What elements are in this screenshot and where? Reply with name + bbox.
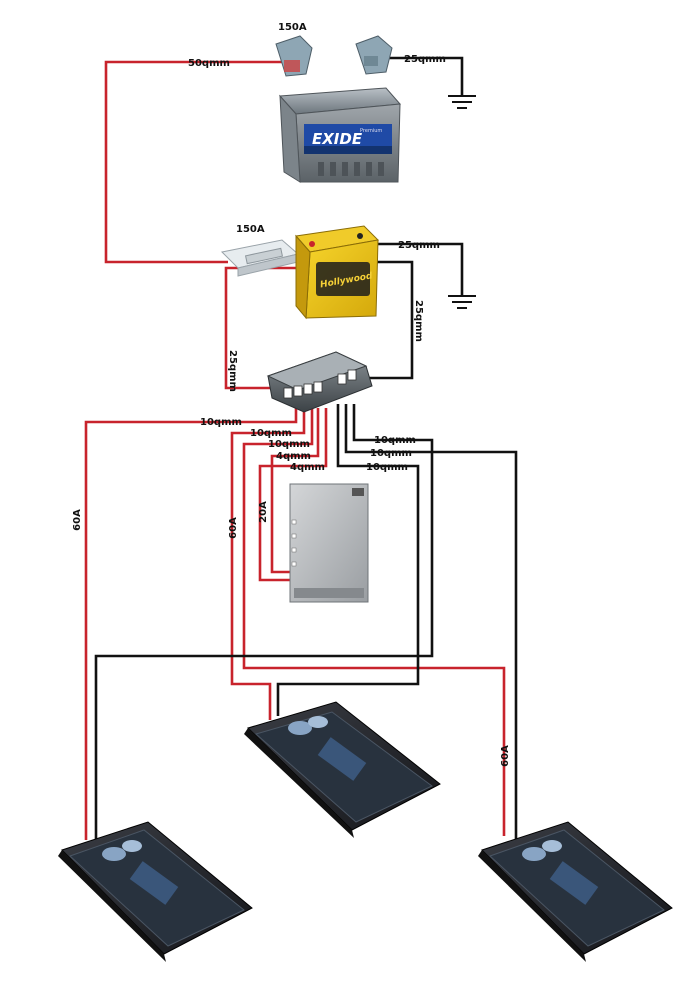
label-out-5: 4qmm bbox=[290, 462, 325, 473]
label-cable-right-vertical: 25qmm bbox=[413, 300, 424, 342]
out-wire-left-amp-positive bbox=[84, 408, 298, 840]
label-cable-ground-mid: 25qmm bbox=[398, 240, 440, 251]
label-out-7: 10qmm bbox=[370, 448, 412, 459]
label-out-6: 10qmm bbox=[374, 435, 416, 446]
label-cable-main: 50qmm bbox=[188, 58, 230, 69]
inline-fuse-holder bbox=[220, 239, 300, 277]
out-wire-right-amp-positive bbox=[242, 408, 506, 836]
out-wire-left-amp-ground bbox=[94, 404, 434, 840]
battery-clamp-negative bbox=[355, 35, 393, 75]
label-fuse-dsp: 20A bbox=[258, 501, 269, 523]
labels: 150A 50qmm 25qmm 150A 25qmm 25qmm 25qmm … bbox=[72, 22, 511, 767]
ground-wire-mid bbox=[372, 242, 464, 296]
distribution-block bbox=[266, 351, 373, 413]
aux-ground-wire bbox=[362, 260, 414, 380]
label-out-2: 10qmm bbox=[250, 428, 292, 439]
main-battery: EXIDE Premium bbox=[278, 87, 402, 183]
dsp-processor bbox=[289, 483, 369, 603]
ground-wire-top bbox=[388, 56, 464, 96]
label-out-1: 10qmm bbox=[200, 417, 242, 428]
label-out-8: 10qmm bbox=[366, 462, 408, 473]
main-positive-wire bbox=[104, 60, 282, 264]
label-fuse-amp-left: 60A bbox=[72, 509, 83, 531]
out-wire-dsp-positive-2 bbox=[258, 408, 328, 582]
label-out-4: 4qmm bbox=[276, 451, 311, 462]
label-fuse-amp-center: 60A bbox=[228, 517, 239, 539]
amplifier-left bbox=[58, 821, 253, 962]
label-fuse-amp-right: 60A bbox=[500, 745, 511, 767]
out-wire-dsp-positive bbox=[270, 408, 320, 574]
wires bbox=[84, 56, 518, 840]
label-fuse-mid: 150A bbox=[236, 224, 265, 235]
label-cable-left-vertical: 25qmm bbox=[227, 350, 238, 392]
label-out-3: 10qmm bbox=[268, 439, 310, 450]
out-wire-center-amp-positive bbox=[230, 408, 306, 720]
ground-symbol-top bbox=[448, 95, 476, 109]
main-battery-model: Premium bbox=[360, 128, 382, 134]
label-cable-ground-top: 25qmm bbox=[404, 54, 446, 65]
out-wire-dsp-ground bbox=[276, 404, 420, 716]
battery-clamp-positive bbox=[275, 35, 313, 77]
main-battery-brand: EXIDE bbox=[312, 130, 363, 148]
amplifier-center bbox=[244, 701, 441, 838]
ground-symbol-mid bbox=[448, 295, 476, 309]
amplifier-right bbox=[478, 821, 673, 962]
label-fuse-top: 150A bbox=[278, 22, 307, 33]
aux-battery: Hollywood bbox=[295, 225, 380, 320]
